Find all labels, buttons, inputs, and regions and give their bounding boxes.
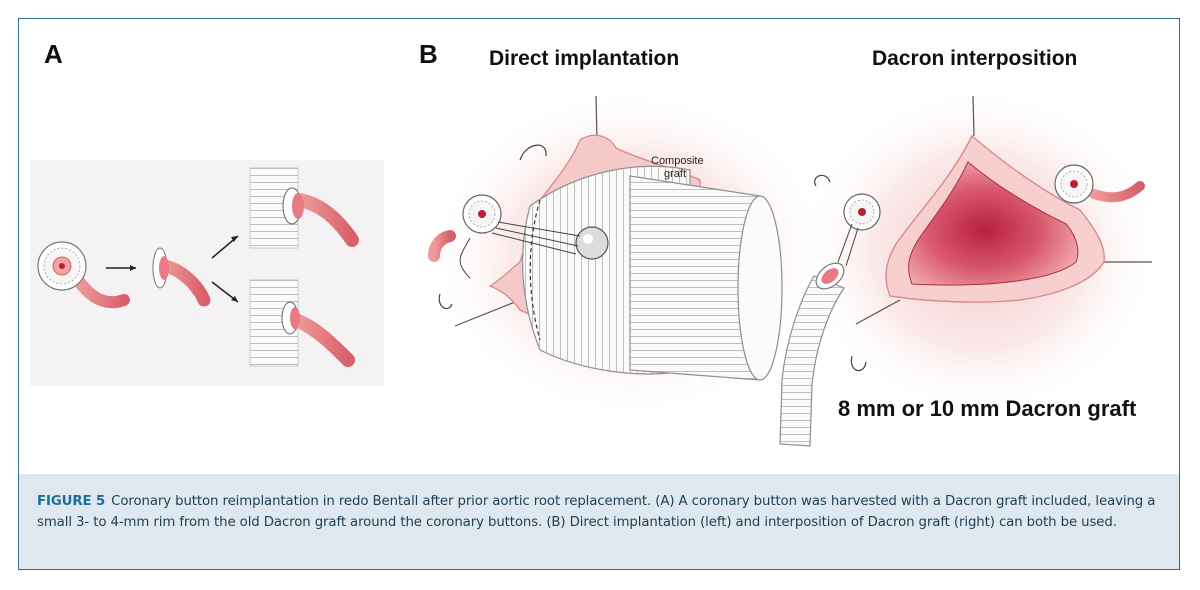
caption-body: Coronary button reimplantation in redo B…	[37, 494, 1156, 530]
coronary-button-source	[37, 241, 130, 309]
panel-b: B Direct implantation Dacron interpositi…	[419, 39, 1160, 447]
panel-a: A	[30, 39, 384, 386]
dacron-graft-size-label: 8 mm or 10 mm Dacron graft	[838, 396, 1137, 421]
direct-implantation-illustration: Composite graft	[428, 88, 830, 418]
graft-segment-lower	[249, 279, 355, 367]
panel-a-backdrop	[30, 160, 384, 386]
coronary-button-side	[152, 247, 211, 307]
graft-segment-upper	[249, 167, 359, 249]
dacron-interposition-illustration	[779, 86, 1160, 447]
composite-graft-label-line1: Composite	[651, 155, 704, 167]
panel-a-letter: A	[44, 39, 63, 69]
panel-b-letter: B	[419, 39, 438, 69]
caption-figure-label: FIGURE 5	[37, 494, 106, 509]
dacron-interposition-title: Dacron interposition	[872, 47, 1077, 70]
direct-implantation-title: Direct implantation	[489, 47, 679, 70]
composite-graft-label-line2: graft	[664, 168, 686, 180]
